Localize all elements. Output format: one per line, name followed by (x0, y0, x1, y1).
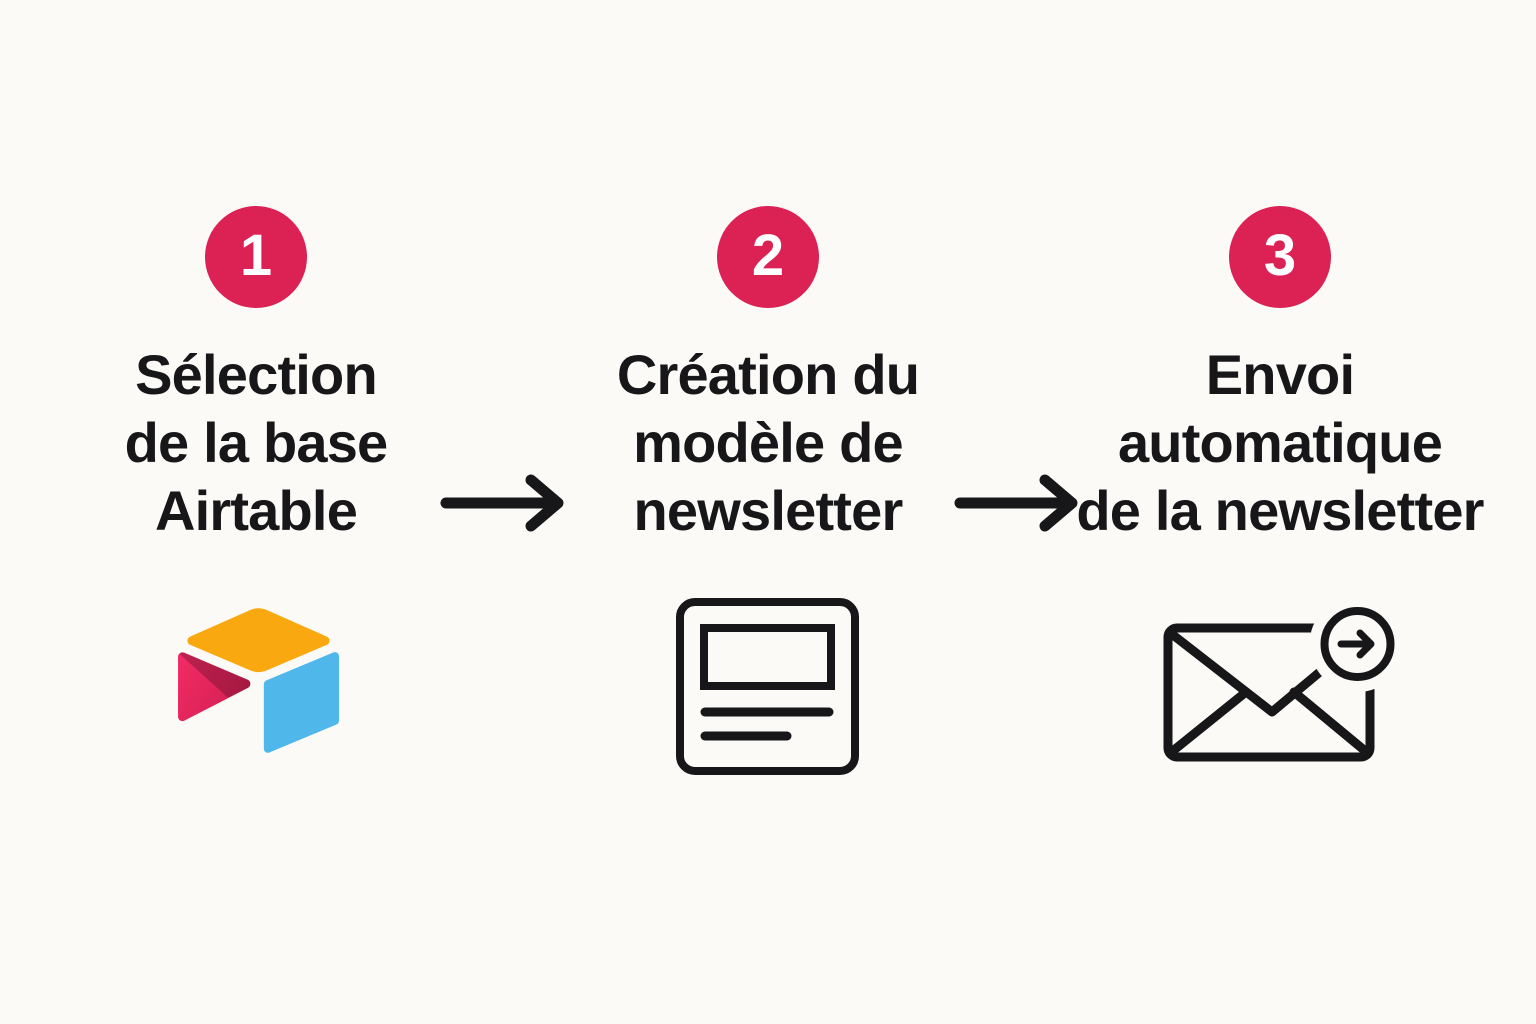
step-3-title-line: Envoi (1205, 343, 1355, 406)
step-1-title: Sélection de la base Airtable (124, 341, 389, 545)
airtable-left-face (178, 652, 251, 722)
step-3-title-line: automatique (1117, 411, 1443, 474)
step-2-title: Création du modèle de newsletter (616, 341, 920, 545)
step-3: 3 Envoi automatique de la newsletter (1040, 206, 1520, 545)
envelope-fold-left (1169, 687, 1251, 755)
step-3-number-badge: 3 (1229, 206, 1331, 308)
step-2-number-badge: 2 (717, 206, 819, 308)
step-2-title-line: modèle de (633, 411, 904, 474)
step-1-number: 1 (239, 223, 273, 288)
send-badge-arrow-head (1356, 629, 1375, 659)
step-3-number: 3 (1263, 223, 1297, 288)
envelope-outline (1163, 623, 1375, 762)
envelope-fold-right (1289, 687, 1369, 755)
arrow-right-icon (954, 474, 1078, 532)
newsletter-page-outline (676, 598, 859, 775)
airtable-left-face-shadow (179, 652, 251, 699)
step-1-number-badge: 1 (205, 206, 307, 308)
airtable-top-face (187, 608, 330, 673)
airtable-logo (178, 608, 340, 753)
step-1: 1 Sélection de la base Airtable (16, 206, 496, 545)
email-send-icon (1163, 596, 1400, 762)
step-3-title-line: de la newsletter (1076, 479, 1484, 542)
step-1-title-line: Sélection (135, 343, 378, 406)
newsletter-template-icon (676, 598, 859, 775)
arrow-right-icon (440, 474, 564, 532)
step-1-title-line: Airtable (154, 479, 358, 542)
step-2-number: 2 (751, 223, 785, 288)
airtable-right-face (263, 652, 340, 753)
step-2-title-line: newsletter (633, 479, 903, 542)
step-1-title-line: de la base (124, 411, 389, 474)
send-badge-circle (1320, 607, 1395, 681)
step-2: 2 Création du modèle de newsletter (528, 206, 1008, 545)
newsletter-image-block (700, 624, 835, 690)
step-3-title: Envoi automatique de la newsletter (1076, 341, 1484, 545)
step-2-title-line: Création du (616, 343, 920, 406)
